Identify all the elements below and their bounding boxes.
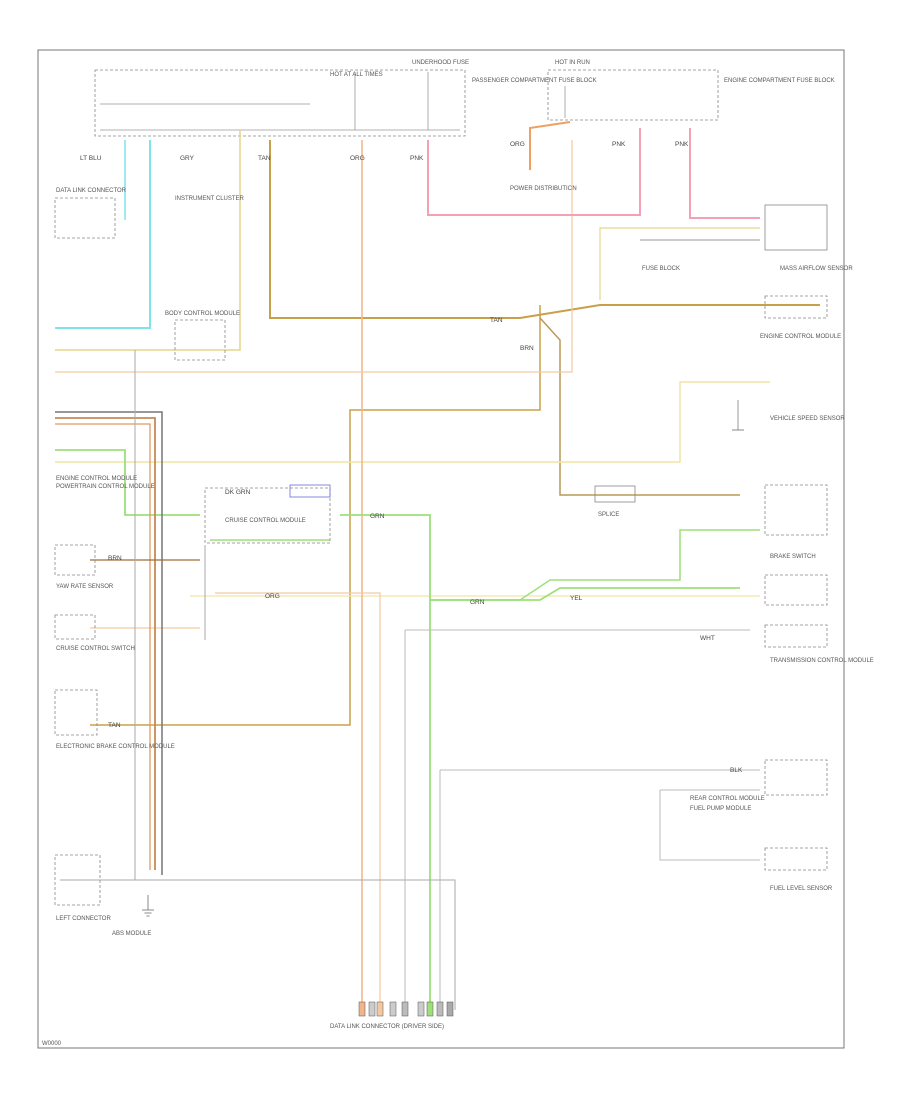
engine-fuse-block: [547, 69, 719, 121]
wire-label: GRY: [180, 155, 195, 162]
wire-label: BLK: [730, 767, 743, 774]
mass-airflow-box: [764, 204, 828, 251]
wire-label: GRN: [470, 599, 485, 606]
label-yaw: YAW RATE SENSOR: [56, 584, 114, 590]
wire-label: TAN: [490, 317, 503, 324]
wire-label: PNK: [612, 141, 626, 148]
bottom-connector-pins: [358, 1001, 454, 1017]
top-label: POWER DISTRIBUTION: [510, 186, 577, 192]
wire-label: BRN: [520, 345, 534, 352]
wire-pnk: [427, 128, 641, 216]
label-splice: SPLICE: [598, 512, 619, 518]
label-vss: VEHICLE SPEED SENSOR: [770, 416, 845, 422]
brake-switch-box: [764, 484, 828, 536]
data-link-box: [54, 197, 116, 239]
label-brake-switch: BRAKE SWITCH: [770, 554, 816, 560]
engine-control-box: [764, 295, 828, 319]
wire-yel-2: [55, 381, 770, 463]
wire-tan-2: [90, 305, 541, 726]
passenger-fuse-block: [94, 69, 466, 137]
wire-label: LT BLU: [80, 155, 102, 162]
label-instrument-cluster: INSTRUMENT CLUSTER: [175, 196, 245, 202]
footer-code: W0000: [42, 1041, 62, 1047]
wire-gry-6: [60, 879, 456, 1010]
wire-grn: [55, 449, 200, 516]
wire-label: WHT: [700, 635, 715, 642]
label-maf: MASS AIRFLOW SENSOR: [780, 266, 853, 272]
lh-connector-box: [54, 854, 101, 906]
splice-box: [594, 485, 636, 503]
label-fuel-level: FUEL LEVEL SENSOR: [770, 886, 833, 892]
blu-label-box: [289, 484, 331, 498]
label-cruise-module: CRUISE CONTROL MODULE: [225, 518, 306, 524]
cruise-switch-box: [54, 614, 96, 640]
wire-label: ORG: [510, 141, 525, 148]
wire-pnk-2: [689, 128, 760, 219]
label-fuel-module: FUEL PUMP MODULE: [690, 806, 751, 812]
wire-tan-main: [269, 140, 820, 319]
wire-label: BRN: [108, 555, 122, 562]
yaw-sensor-box: [54, 544, 96, 576]
label-fuse-block-r: FUSE BLOCK: [642, 266, 680, 272]
label-ecm-left: ENGINE CONTROL MODULE: [56, 476, 137, 482]
label-body-control: BODY CONTROL MODULE: [165, 311, 240, 317]
wire-label: DK GRN: [225, 489, 251, 496]
label-abs: ABS MODULE: [112, 931, 151, 937]
wire-label: PNK: [675, 141, 689, 148]
fuel-module-box: [764, 759, 828, 796]
wire-org-bundle: [55, 423, 151, 870]
wire-label: TAN: [108, 722, 121, 729]
label-data-link: DATA LINK CONNECTOR: [56, 188, 127, 194]
wire-org-2: [215, 592, 381, 1010]
wire-org: [55, 140, 573, 373]
wire-label: PNK: [410, 155, 424, 162]
ebcm-box: [54, 689, 98, 736]
label-engine-control: ENGINE CONTROL MODULE: [760, 334, 841, 340]
body-control-box: [174, 319, 226, 361]
label-rear-module: REAR CONTROL MODULE: [690, 796, 765, 802]
wire-gry-7: [659, 790, 760, 861]
wire-tan-3: [539, 317, 740, 496]
wire-gry-bundle: [55, 411, 163, 875]
label-cruise-switch: CRUISE CONTROL SWITCH: [56, 646, 135, 652]
top-label: ENGINE COMPARTMENT FUSE BLOCK: [724, 78, 835, 84]
wire-brn: [55, 417, 156, 870]
wire-lt-blu: [55, 140, 151, 329]
top-label: HOT IN RUN: [555, 60, 590, 66]
wire-grn-4: [430, 529, 760, 601]
wire-label: TAN: [258, 155, 271, 162]
wire-org-dist: [529, 121, 571, 170]
fuel-level-box: [764, 847, 828, 871]
label-pcm: POWERTRAIN CONTROL MODULE: [56, 484, 155, 490]
wire-label: YEL: [570, 595, 583, 602]
trans-module-box: [764, 574, 828, 606]
top-label: PASSENGER COMPARTMENT FUSE BLOCK: [472, 78, 597, 84]
label-bottom-connector: DATA LINK CONNECTOR (DRIVER SIDE): [330, 1024, 444, 1030]
label-lh-connector: LEFT CONNECTOR: [56, 916, 111, 922]
wire-yel: [599, 227, 760, 300]
diagram-frame: [37, 49, 845, 1049]
wire-label: GRN: [370, 513, 385, 520]
label-ebcm: ELECTRONIC BRAKE CONTROL MODULE: [56, 744, 175, 750]
cruise-module-box: [204, 487, 331, 544]
wire-tan: [55, 130, 241, 351]
label-trans: TRANSMISSION CONTROL MODULE: [770, 658, 874, 664]
top-label: UNDERHOOD FUSE: [412, 60, 469, 66]
wire-label: ORG: [265, 593, 280, 600]
wire-label: ORG: [350, 155, 365, 162]
top-label: HOT AT ALL TIMES: [330, 72, 383, 78]
rear-module-box: [764, 624, 828, 648]
